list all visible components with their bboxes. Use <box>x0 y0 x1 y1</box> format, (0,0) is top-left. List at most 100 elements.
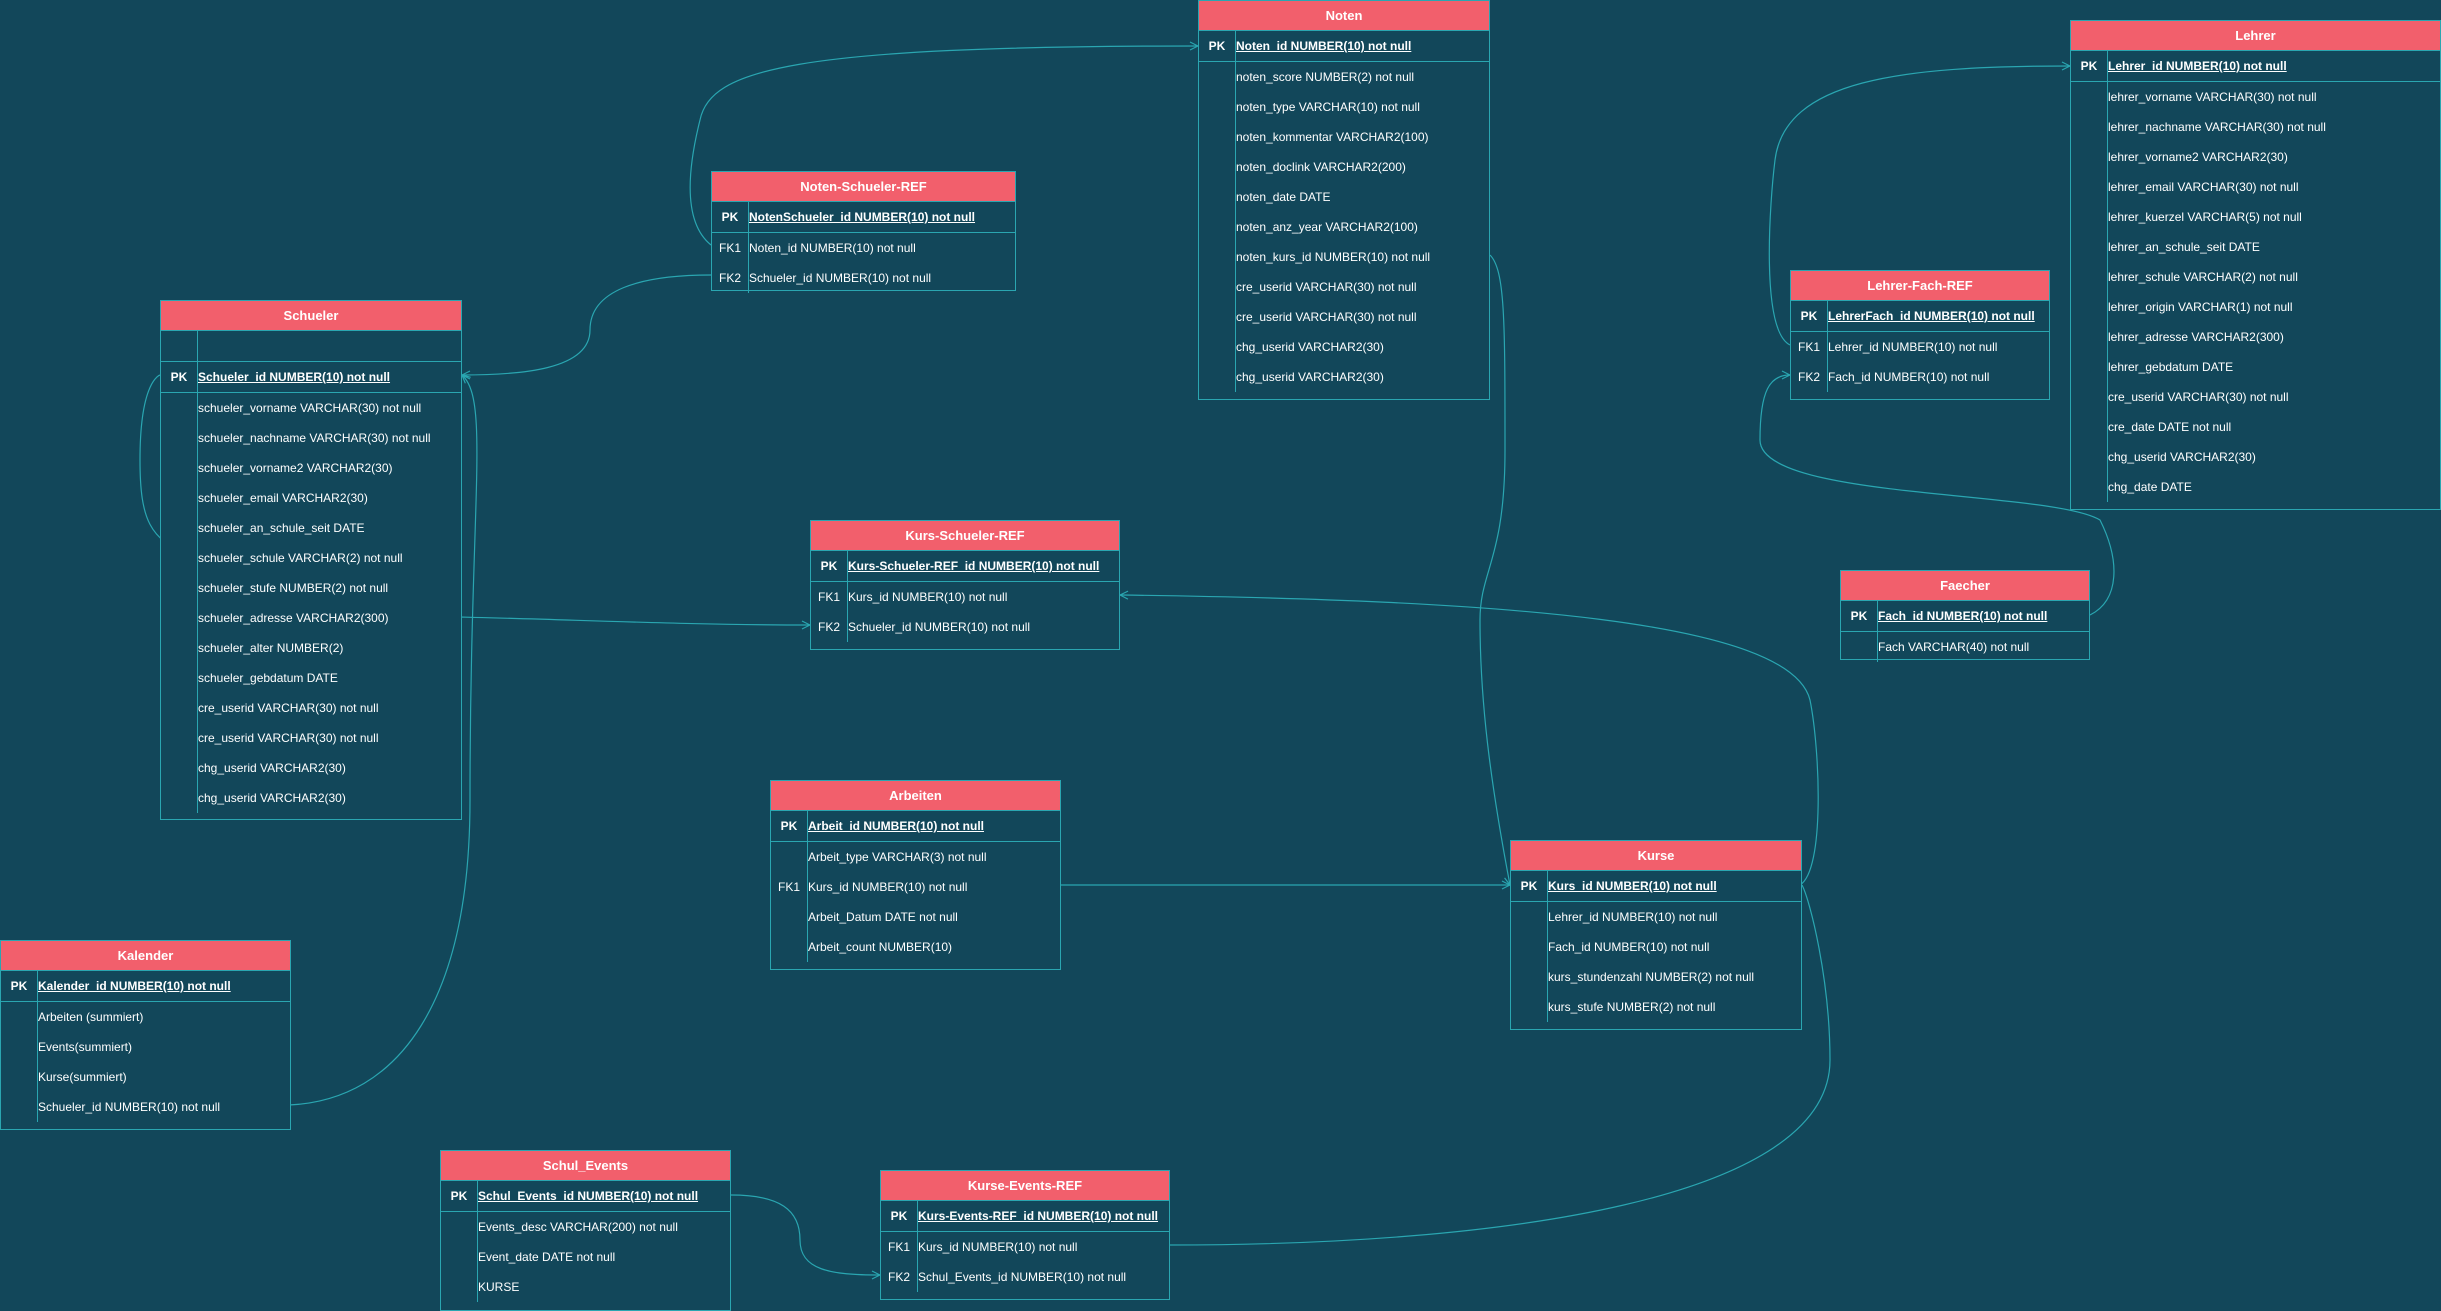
field-row[interactable]: schueler_vorname VARCHAR(30) not null <box>161 393 461 423</box>
field-row[interactable]: Schueler_id NUMBER(10) not null <box>1 1092 290 1122</box>
field-label: Fach_id NUMBER(10) not null <box>1878 609 2048 623</box>
field-row[interactable]: cre_userid VARCHAR(30) not null <box>161 693 461 723</box>
field-row[interactable]: lehrer_an_schule_seit DATE <box>2071 232 2440 262</box>
field-row[interactable]: cre_userid VARCHAR(30) not null <box>2071 382 2440 412</box>
key-column-divider <box>811 551 848 642</box>
field-row[interactable]: lehrer_vorname2 VARCHAR2(30) <box>2071 142 2440 172</box>
field-row[interactable]: noten_type VARCHAR(10) not null <box>1199 92 1489 122</box>
field-row[interactable]: kurs_stundenzahl NUMBER(2) not null <box>1511 962 1801 992</box>
field-row[interactable]: schueler_email VARCHAR2(30) <box>161 483 461 513</box>
field-row[interactable]: schueler_gebdatum DATE <box>161 663 461 693</box>
key-column-divider <box>771 811 808 962</box>
field-label: Kurs_id NUMBER(10) not null <box>1548 879 1717 893</box>
field-row[interactable]: Lehrer_id NUMBER(10) not null <box>1511 902 1801 932</box>
field-row[interactable]: chg_userid VARCHAR2(30) <box>1199 362 1489 392</box>
field-row[interactable]: Arbeit_type VARCHAR(3) not null <box>771 842 1060 872</box>
key-column-divider <box>161 331 198 813</box>
field-row[interactable]: Fach_id NUMBER(10) not null <box>1511 932 1801 962</box>
field-row[interactable]: Events_desc VARCHAR(200) not null <box>441 1212 730 1242</box>
primary-key-row[interactable]: PK Fach_id NUMBER(10) not null <box>1841 601 2089 632</box>
edge-events-to-kurse-events <box>730 1194 880 1275</box>
field-row[interactable]: chg_userid VARCHAR2(30) <box>161 783 461 813</box>
field-row[interactable]: Arbeiten (summiert) <box>1 1002 290 1032</box>
field-row[interactable]: Events(summiert) <box>1 1032 290 1062</box>
key-label: PK <box>1850 609 1868 623</box>
field-row[interactable]: noten_kurs_id NUMBER(10) not null <box>1199 242 1489 272</box>
field-row[interactable]: Arbeit_count NUMBER(10) <box>771 932 1060 962</box>
field-row[interactable]: lehrer_gebdatum DATE <box>2071 352 2440 382</box>
field-row[interactable]: Arbeit_Datum DATE not null <box>771 902 1060 932</box>
field-row[interactable]: noten_score NUMBER(2) not null <box>1199 62 1489 92</box>
field-row[interactable]: lehrer_nachname VARCHAR(30) not null <box>2071 112 2440 142</box>
field-row[interactable]: noten_anz_year VARCHAR2(100) <box>1199 212 1489 242</box>
field-row[interactable]: lehrer_kuerzel VARCHAR(5) not null <box>2071 202 2440 232</box>
field-row[interactable]: Kurse(summiert) <box>1 1062 290 1092</box>
field-row[interactable]: noten_doclink VARCHAR2(200) <box>1199 152 1489 182</box>
field-row[interactable]: lehrer_adresse VARCHAR2(300) <box>2071 322 2440 352</box>
key-label: PK <box>721 210 739 224</box>
field-row[interactable]: schueler_schule VARCHAR(2) not null <box>161 543 461 573</box>
field-row[interactable]: schueler_stufe NUMBER(2) not null <box>161 573 461 603</box>
field-row[interactable]: lehrer_schule VARCHAR(2) not null <box>2071 262 2440 292</box>
field-row[interactable]: schueler_adresse VARCHAR2(300) <box>161 603 461 633</box>
field-row[interactable]: lehrer_origin VARCHAR(1) not null <box>2071 292 2440 322</box>
field-row[interactable]: noten_date DATE <box>1199 182 1489 212</box>
field-row[interactable]: schueler_an_schule_seit DATE <box>161 513 461 543</box>
field-row[interactable]: lehrer_email VARCHAR(30) not null <box>2071 172 2440 202</box>
field-row[interactable]: cre_userid VARCHAR(30) not null <box>1199 302 1489 332</box>
field-row[interactable]: chg_userid VARCHAR2(30) <box>2071 442 2440 472</box>
field-row[interactable]: schueler_nachname VARCHAR(30) not null <box>161 423 461 453</box>
field-label: Noten_id NUMBER(10) not null <box>749 241 916 255</box>
field-row[interactable]: cre_userid VARCHAR(30) not null <box>1199 272 1489 302</box>
field-row[interactable]: Event_date DATE not null <box>441 1242 730 1272</box>
field-row[interactable]: schueler_alter NUMBER(2) <box>161 633 461 663</box>
field-row[interactable]: Fach VARCHAR(40) not null <box>1841 632 2089 662</box>
field-row[interactable]: cre_date DATE not null <box>2071 412 2440 442</box>
field-row[interactable]: lehrer_vorname VARCHAR(30) not null <box>2071 82 2440 112</box>
field-row[interactable] <box>161 331 461 362</box>
field-row[interactable]: chg_userid VARCHAR2(30) <box>1199 332 1489 362</box>
field-row[interactable]: chg_date DATE <box>2071 472 2440 502</box>
field-row[interactable]: kurs_stufe NUMBER(2) not null <box>1511 992 1801 1022</box>
field-row[interactable]: chg_userid VARCHAR2(30) <box>161 753 461 783</box>
field-row[interactable]: cre_userid VARCHAR(30) not null <box>161 723 461 753</box>
field-row[interactable]: noten_kommentar VARCHAR2(100) <box>1199 122 1489 152</box>
field-row[interactable]: KURSE <box>441 1272 730 1302</box>
field-row[interactable]: schueler_vorname2 VARCHAR2(30) <box>161 453 461 483</box>
field-label: Kurs_id NUMBER(10) not null <box>808 880 968 894</box>
